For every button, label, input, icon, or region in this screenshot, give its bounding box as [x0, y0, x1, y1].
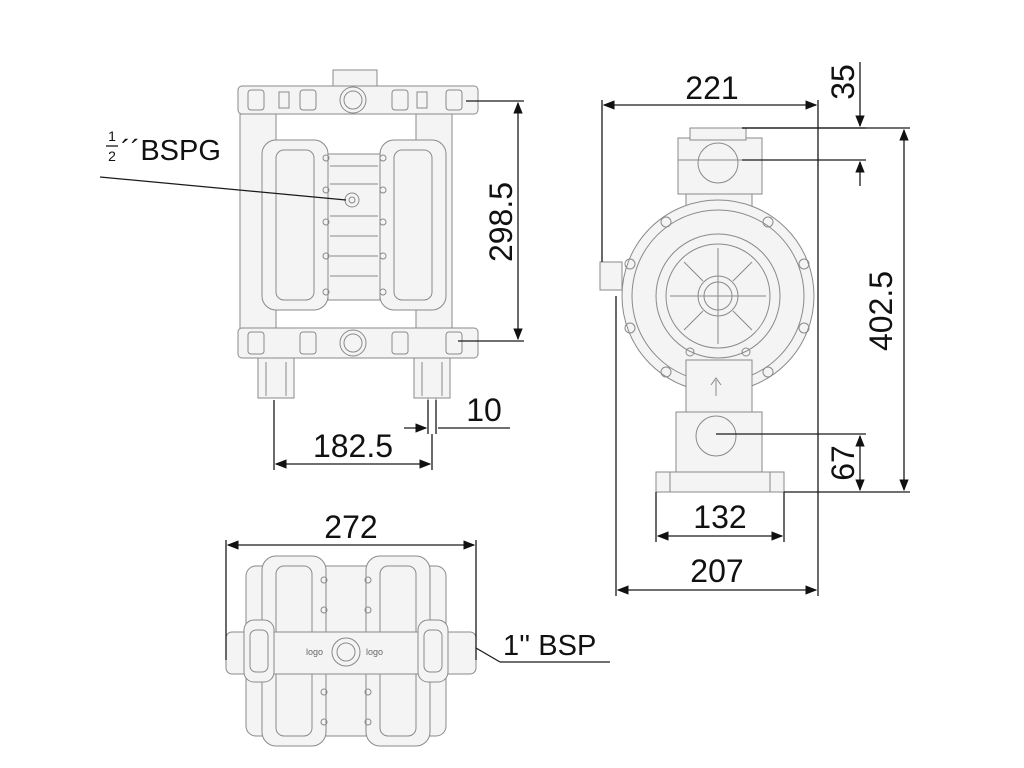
dimension-top-width: 182.5 — [273, 400, 433, 470]
dimension-side-top-offset: 35 — [742, 62, 866, 186]
dimension-side-total-height: 402.5 — [742, 127, 910, 493]
dimension-port-offset-value: 10 — [466, 392, 502, 428]
dimension-port-offset: 10 — [404, 392, 510, 434]
dimension-top-width-value: 182.5 — [313, 428, 393, 464]
logo-right: logo — [366, 647, 383, 657]
dimension-top-height-value: 298.5 — [483, 182, 519, 262]
air-inlet-fraction-denominator: 2 — [108, 148, 116, 164]
port-thread-label: 1'' BSP — [503, 630, 596, 662]
front-view — [237, 69, 479, 420]
dimension-side-base-width: 132 — [655, 492, 785, 542]
dimension-bottom-width-value: 272 — [324, 509, 377, 545]
dimension-side-total-height-value: 402.5 — [863, 271, 899, 351]
dimension-side-base-width-value: 132 — [693, 499, 746, 535]
air-inlet-thread-label: ´´BSPG — [121, 135, 221, 167]
side-view — [599, 127, 815, 493]
air-inlet-fraction-numerator: 1 — [108, 128, 116, 144]
plan-view: logo logo — [225, 555, 477, 747]
dimension-top-height: 298.5 — [458, 100, 524, 342]
dimension-side-total-width: 221 — [601, 70, 819, 596]
air-inlet-callout: 1 2 ´´BSPG — [99, 128, 347, 201]
port-thread-callout: 1'' BSP — [475, 630, 610, 663]
dimension-bottom-width: 272 — [225, 509, 477, 660]
dimension-side-overall-width: 207 — [615, 296, 818, 596]
dimension-side-total-width-value: 221 — [685, 70, 738, 106]
dimension-side-bottom-offset: 67 — [716, 433, 866, 492]
logo-left: logo — [306, 647, 323, 657]
dimension-side-bottom-offset-value: 67 — [825, 445, 861, 481]
dimension-side-overall-width-value: 207 — [690, 553, 743, 589]
dimension-side-top-offset-value: 35 — [825, 64, 861, 100]
